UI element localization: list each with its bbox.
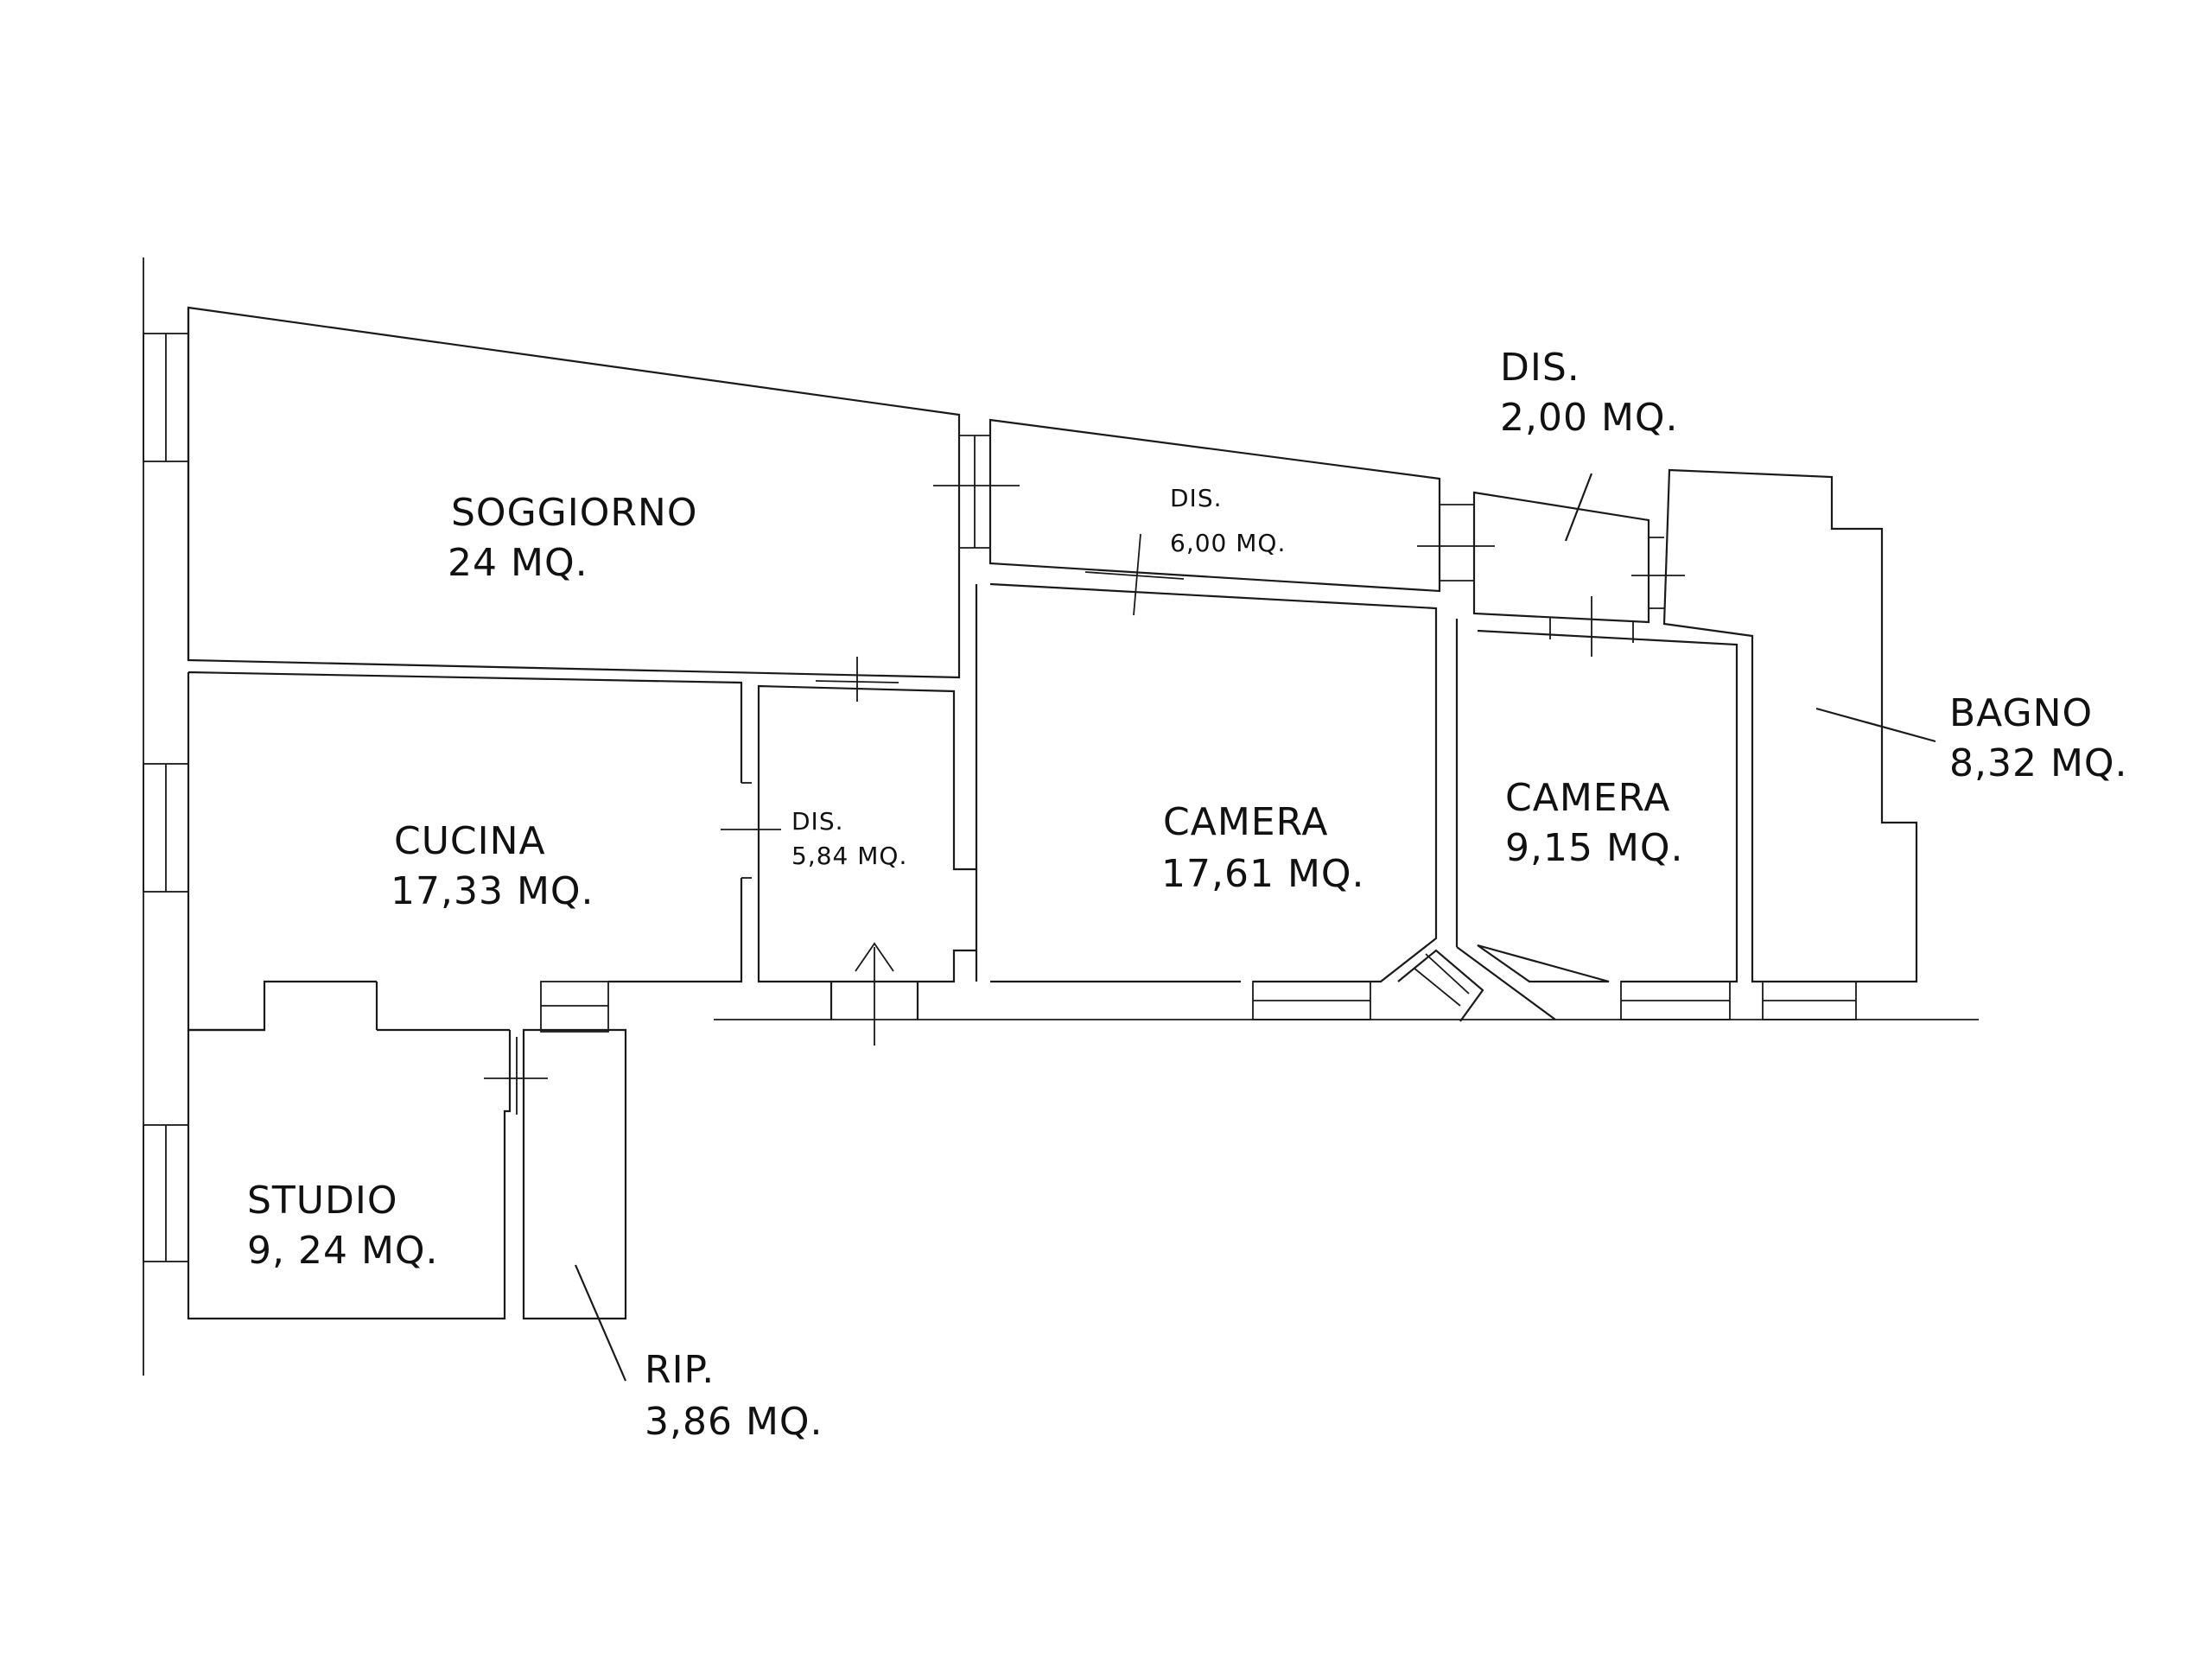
dis-top-name: DIS. [1500, 346, 1580, 390]
cucina-area: 17,33 MQ. [391, 869, 594, 913]
rip-name: RIP. [645, 1348, 715, 1392]
bagno-name: BAGNO [1949, 691, 2093, 735]
studio-area: 9, 24 MQ. [247, 1229, 439, 1273]
camera-large-area: 17,61 MQ. [1161, 852, 1365, 896]
window-bagno [1762, 981, 1857, 1020]
leader-rip [574, 1264, 627, 1382]
label-camera-large: CAMERA 17,61 MQ. [1161, 800, 1365, 896]
left-windows [143, 333, 189, 1262]
label-bagno: BAGNO 8,32 MQ. [1949, 691, 2128, 785]
door-soggiorno-dis [815, 657, 899, 702]
corridor-walls [375, 981, 609, 1033]
door-corridor-camera [1084, 533, 1185, 616]
door-angled [1397, 949, 1484, 1022]
label-ripostiglio: RIP. 3,86 MQ. [645, 1348, 823, 1444]
window-camera-small [1620, 981, 1731, 1020]
door-soggiorno-corridor [933, 435, 1020, 549]
door-studio [484, 1037, 548, 1115]
label-studio: STUDIO 9, 24 MQ. [247, 1179, 439, 1273]
rip-area: 3,86 MQ. [645, 1400, 823, 1444]
dis-corridor-name: DIS. [1170, 484, 1223, 512]
camera-large-name: CAMERA [1163, 800, 1328, 844]
room-bagno [1662, 468, 1918, 983]
leader-dis-top [1564, 473, 1593, 542]
label-dis-corridor: DIS. 6,00 MQ. [1170, 484, 1286, 557]
window-camera-large [1252, 981, 1371, 1020]
room-dis-corridor [988, 418, 1441, 593]
room-dis-top [1472, 491, 1650, 624]
dis-small-area: 5,84 MQ. [791, 842, 907, 870]
room-camera-large [989, 582, 1438, 983]
door-distop-camera [1549, 596, 1634, 657]
camera-small-area: 9,15 MQ. [1505, 826, 1684, 870]
door-corridor-distop [1417, 504, 1495, 582]
label-dis-top: DIS. 2,00 MQ. [1500, 346, 1679, 440]
door-distop-bagno [1631, 537, 1685, 609]
soggiorno-area: 24 MQ. [448, 541, 588, 585]
door-cucina-dis [721, 782, 781, 879]
bagno-area: 8,32 MQ. [1949, 741, 2128, 785]
label-dis-small: DIS. 5,84 MQ. [791, 807, 907, 870]
dis-top-area: 2,00 MQ. [1500, 396, 1679, 440]
cucina-name: CUCINA [394, 819, 546, 863]
entrance-door [830, 942, 919, 1046]
dis-corridor-area: 6,00 MQ. [1170, 529, 1286, 557]
room-ripostiglio [522, 1028, 627, 1320]
label-soggiorno: SOGGIORNO 24 MQ. [448, 491, 697, 585]
studio-name: STUDIO [247, 1179, 398, 1223]
camera-small-name: CAMERA [1505, 776, 1670, 820]
soggiorno-name: SOGGIORNO [451, 491, 697, 535]
room-studio [187, 1028, 512, 1320]
label-cucina: CUCINA 17,33 MQ. [391, 819, 594, 913]
label-camera-small: CAMERA 9,15 MQ. [1505, 776, 1684, 870]
dis-small-name: DIS. [791, 807, 844, 836]
leader-bagno [1815, 707, 1936, 743]
